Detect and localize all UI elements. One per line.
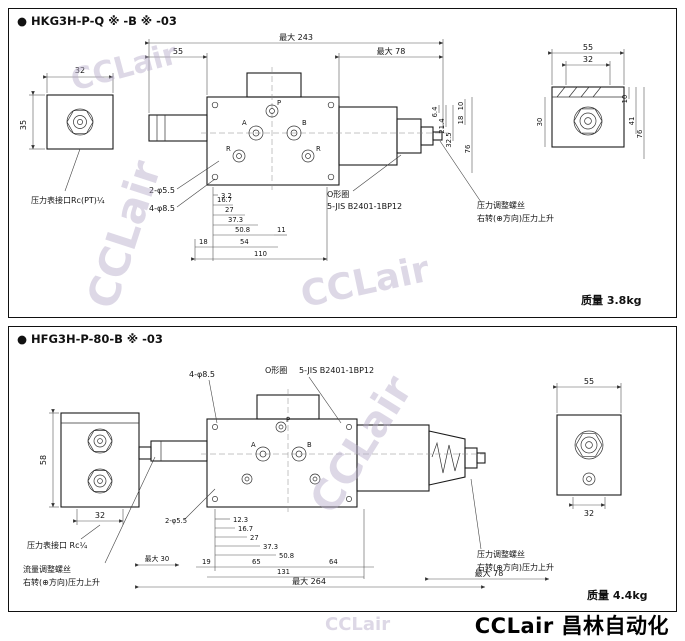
dim-19: 19 — [202, 558, 211, 566]
port-b-label: B — [307, 441, 312, 449]
dim-sv55: 55 — [583, 43, 593, 52]
dim-37-3: 37.3 — [228, 216, 243, 224]
dim-12-3: 12.3 — [233, 516, 248, 524]
dim-block-58: 58 — [39, 455, 48, 465]
panel2-drawing: ● HFG3H-P-80-B ※ -03 58 32 压力表接口 Rc¼ 流量调… — [17, 332, 648, 602]
port-a-label: A — [242, 119, 247, 127]
panel1-side-view: 55 32 10 41 76 30 — [536, 43, 645, 159]
panel2-title: ● HFG3H-P-80-B ※ -03 — [17, 332, 163, 346]
dim-r76: 76 — [464, 145, 472, 154]
panel1-front-view: P A B R R — [148, 67, 449, 193]
holes-2xd5-5-label: 2-φ5.5 — [149, 186, 175, 195]
holes-2xd5-5-label: 2-φ5.5 — [165, 517, 187, 525]
dim-sv30: 30 — [536, 118, 544, 127]
dim-3-2: 3.2 — [221, 192, 232, 200]
dim-sv32: 32 — [583, 55, 593, 64]
port-b-label: B — [302, 119, 307, 127]
panel2-right-callouts: 压力调整螺丝 右转(⊕方向)压力上升 — [470, 478, 554, 572]
panel1-right-dimensions: 6.4 21.4 32.5 10 18 76 — [431, 97, 473, 173]
dim-r18: 18 — [457, 116, 465, 125]
port-r1-label: R — [226, 145, 231, 153]
dim-32-5: 32.5 — [445, 132, 453, 147]
dim-27: 27 — [225, 206, 234, 214]
watermark-text: CCLair — [325, 614, 391, 635]
panel1-gauge-block-view: 32 35 压力表接口Rc(PT)¼ — [19, 66, 114, 205]
port-r2-label: R — [316, 145, 321, 153]
dim-18: 18 — [199, 238, 208, 246]
dim-top-55: 55 — [173, 47, 183, 56]
panel2-bottom-dimensions: 2-φ5.5 12.3 16.7 27 37.3 50.8 最大 30 19 6… — [135, 488, 550, 589]
pressure-adjust-label-2: 右转(⊕方向)压力上升 — [477, 562, 554, 572]
oring-spec-label: 5-JIS B2401-1BP12 — [327, 202, 402, 211]
dim-37-3: 37.3 — [263, 543, 278, 551]
oring-name-label: O形圈 — [327, 190, 349, 199]
dim-sv55: 55 — [584, 377, 594, 386]
panel-hkg3h: ● HKG3H-P-Q ※ -B ※ -03 32 35 压力表接口Rc(PT)… — [8, 8, 677, 318]
panel1-top-dimensions: 最大 243 55 最大 78 — [145, 32, 444, 129]
holes-4xd8-5-label: 4-φ8.5 — [149, 204, 175, 213]
dim-sv32: 32 — [584, 509, 594, 518]
gauge-port-label: 压力表接口 Rc¼ — [27, 540, 87, 550]
dim-16-7: 16.7 — [217, 196, 232, 204]
dim-65: 65 — [252, 558, 261, 566]
port-a-label: A — [251, 441, 256, 449]
dim-16-7: 16.7 — [238, 525, 253, 533]
dim-27: 27 — [250, 534, 259, 542]
port-p-label: P — [277, 99, 281, 107]
panel1-drawing: ● HKG3H-P-Q ※ -B ※ -03 32 35 压力表接口Rc(PT)… — [17, 14, 645, 307]
panel1-mass: 质量 3.8kg — [581, 293, 642, 307]
dim-max-30: 最大 30 — [145, 554, 169, 563]
dim-11: 11 — [277, 226, 286, 234]
flow-adjust-label-2: 右转(⊕方向)压力上升 — [23, 577, 100, 587]
panel2-top-callouts: 4-φ8.5 O形圈 5-JIS B2401-1BP12 — [189, 366, 374, 424]
flow-adjust-label-1: 流量调整螺丝 — [23, 564, 71, 574]
pressure-adjust-label-1: 压力调整螺丝 — [477, 549, 525, 559]
panel1-callouts: 2-φ5.5 4-φ8.5 O形圈 5-JIS B2401-1BP12 压力调整… — [149, 140, 554, 223]
dim-64: 64 — [329, 558, 338, 566]
pressure-adjust-label-2: 右转(⊕方向)压力上升 — [477, 213, 554, 223]
dim-block-35: 35 — [19, 120, 28, 130]
dim-max-264: 最大 264 — [292, 576, 326, 586]
dim-6-4: 6.4 — [431, 107, 439, 118]
port-p-label: P — [286, 416, 290, 424]
holes-4xd8-5-label: 4-φ8.5 — [189, 370, 215, 379]
panel1-bottom-dimensions: 3.2 16.7 27 37.3 50.8 11 18 54 110 — [191, 187, 328, 261]
dim-sv76: 76 — [636, 130, 644, 139]
gauge-port-label: 压力表接口Rc(PT)¼ — [31, 195, 105, 205]
dim-50-8: 50.8 — [235, 226, 250, 234]
pressure-adjust-label-1: 压力调整螺丝 — [477, 200, 525, 210]
dim-sv41: 41 — [628, 117, 636, 126]
dim-block-32: 32 — [95, 511, 105, 520]
dim-131: 131 — [277, 568, 290, 576]
panel1-title: ● HKG3H-P-Q ※ -B ※ -03 — [17, 14, 177, 28]
oring-spec-label: 5-JIS B2401-1BP12 — [299, 366, 374, 375]
dim-110: 110 — [254, 250, 267, 258]
panel2-front-view: P A B — [138, 389, 489, 515]
dim-max-243: 最大 243 — [279, 32, 313, 42]
dim-r10: 10 — [457, 102, 465, 111]
dim-block-32: 32 — [75, 66, 85, 75]
panel2-mass: 质量 4.4kg — [587, 588, 648, 602]
dim-54: 54 — [240, 238, 249, 246]
dim-max-78: 最大 78 — [377, 46, 406, 56]
dim-sv10: 10 — [621, 95, 629, 104]
dim-max-78: 最大 78 — [475, 568, 504, 578]
brand-footer: CCLair 昌林自动化 — [474, 614, 669, 638]
dim-50-8: 50.8 — [279, 552, 294, 560]
panel2-gauge-block-view: 58 32 压力表接口 Rc¼ 流量调整螺丝 右转(⊕方向)压力上升 — [23, 409, 156, 587]
panel2-side-view: 55 32 — [553, 377, 622, 518]
dim-21-4: 21.4 — [438, 118, 446, 133]
oring-name-label: O形圈 — [265, 366, 287, 375]
panel-hfg3h: ● HFG3H-P-80-B ※ -03 58 32 压力表接口 Rc¼ 流量调… — [8, 326, 677, 612]
